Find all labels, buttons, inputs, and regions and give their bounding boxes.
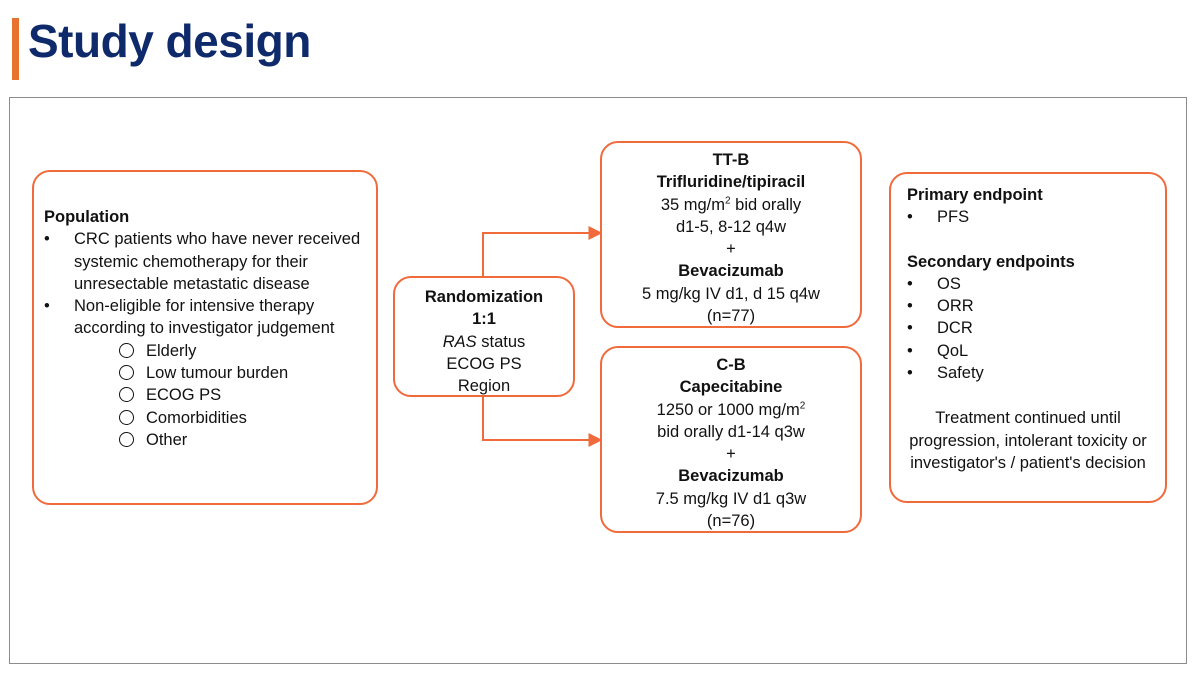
stratification-factor-region: Region: [457, 377, 511, 396]
population-criteria-list: CRC patients who have never received sys…: [44, 228, 376, 339]
ineligibility-reason: Other: [44, 429, 376, 451]
dose-superscript: 2: [799, 400, 806, 412]
dose-text: 35 mg/m: [660, 195, 725, 214]
population-heading: Population: [44, 208, 130, 226]
arm-cb-drug2: Bevacizumab: [678, 467, 784, 486]
population-criterion: Non-eligible for intensive therapy accor…: [44, 295, 376, 340]
arm-ttb-dose1: 35 mg/m2 bid orally: [606, 194, 856, 216]
title-accent-bar: [12, 18, 19, 80]
population-box: Population CRC patients who have never r…: [32, 170, 378, 505]
treatment-duration-note: Treatment continued until progression, i…: [909, 409, 1147, 472]
secondary-endpoint-item: QoL: [907, 340, 1157, 363]
slide-title: Study design: [28, 15, 311, 67]
arm-ttb-drug1: Trifluridine/tipiracil: [656, 173, 806, 192]
ineligibility-reason: Low tumour burden: [44, 362, 376, 384]
arrow-to-cb: [482, 397, 603, 447]
stratification-factor-ras: RAS status: [399, 331, 569, 353]
randomization-ratio: 1:1: [472, 310, 496, 329]
secondary-endpoint-item: ORR: [907, 295, 1157, 318]
arm-cb-drug1: Capecitabine: [679, 378, 783, 397]
arm-cb-schedule1: bid orally d1-14 q3w: [657, 422, 805, 441]
ineligibility-reason: Comorbidities: [44, 407, 376, 429]
randomization-title: Randomization: [424, 288, 544, 306]
arm-cb-n: (n=76): [706, 512, 756, 531]
arm-cb-name: C-B: [716, 356, 746, 374]
endpoints-box: Primary endpoint PFS Secondary endpoints…: [889, 172, 1167, 503]
randomization-box: Randomization 1:1 RAS status ECOG PS Reg…: [393, 276, 575, 397]
arm-cb-plus: +: [726, 445, 736, 464]
ras-label: RAS: [442, 332, 477, 351]
arm-ttb-plus: +: [726, 240, 736, 259]
primary-endpoint-item: PFS: [907, 206, 1157, 229]
stratification-factor-ecog: ECOG PS: [446, 354, 522, 373]
primary-endpoint-list: PFS: [907, 206, 1157, 229]
primary-endpoint-heading: Primary endpoint: [907, 186, 1043, 204]
arm-ttb-box: TT-B Trifluridine/tipiracil 35 mg/m2 bid…: [600, 141, 862, 328]
arm-ttb-schedule1: d1-5, 8-12 q4w: [675, 217, 787, 236]
arm-cb-dose2: 7.5 mg/kg IV d1 q3w: [655, 489, 807, 508]
arm-ttb-drug2: Bevacizumab: [678, 262, 784, 281]
secondary-endpoint-item: Safety: [907, 362, 1157, 385]
secondary-endpoints-list: OS ORR DCR QoL Safety: [907, 273, 1157, 385]
secondary-endpoint-item: DCR: [907, 317, 1157, 340]
population-criterion: CRC patients who have never received sys…: [44, 228, 376, 295]
arm-ttb-n: (n=77): [706, 307, 756, 326]
dose-superscript: 2: [725, 195, 731, 207]
ineligibility-reason: ECOG PS: [44, 384, 376, 406]
ineligibility-reason: Elderly: [44, 340, 376, 362]
arm-ttb-name: TT-B: [712, 151, 750, 169]
dose-route: bid orally: [730, 195, 802, 214]
secondary-endpoint-item: OS: [907, 273, 1157, 296]
secondary-endpoints-heading: Secondary endpoints: [907, 252, 1075, 271]
arm-ttb-dose2: 5 mg/kg IV d1, d 15 q4w: [642, 284, 820, 303]
ras-status-text: status: [476, 332, 526, 351]
content-frame: [9, 97, 1187, 664]
dose-text: 1250 or 1000 mg/m: [656, 400, 800, 419]
arm-cb-box: C-B Capecitabine 1250 or 1000 mg/m2 bid …: [600, 346, 862, 533]
spacer: [907, 229, 1157, 251]
ineligibility-reasons-list: Elderly Low tumour burden ECOG PS Comorb…: [44, 340, 376, 451]
arm-cb-dose1: 1250 or 1000 mg/m2: [606, 399, 856, 421]
arrow-to-ttb: [482, 226, 603, 276]
